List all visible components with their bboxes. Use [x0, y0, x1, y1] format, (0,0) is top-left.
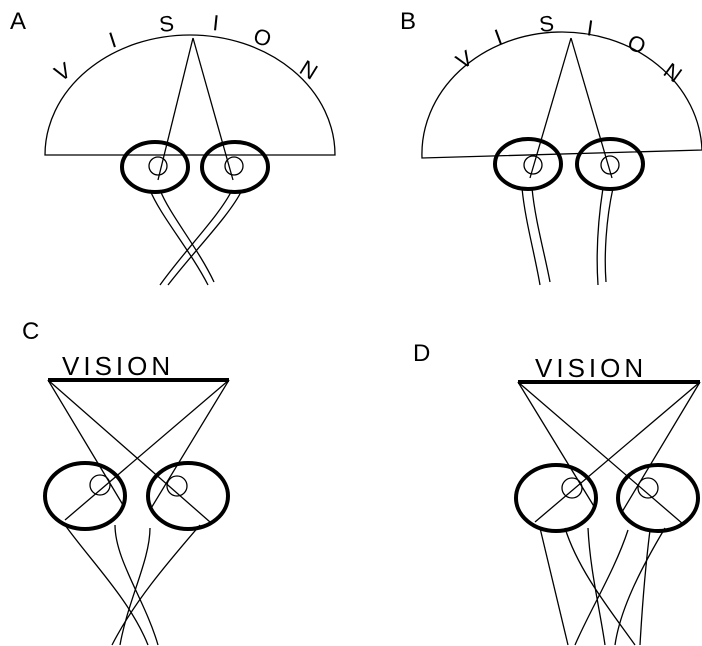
visual-field-arc — [45, 35, 335, 155]
right-optic-nerve — [112, 525, 200, 645]
left-eye — [495, 139, 561, 189]
right-optic-nerve — [597, 188, 603, 285]
panel-a-diagram — [45, 35, 335, 285]
right-eye — [202, 142, 268, 192]
left-eye — [516, 465, 596, 531]
arc-letter: O — [250, 23, 274, 52]
panel-c-diagram — [45, 380, 229, 645]
left-lens — [149, 157, 167, 175]
left-eye — [122, 142, 188, 192]
left-optic-nerve — [65, 525, 148, 645]
arc-letter: S — [538, 11, 555, 37]
vision-label: VISION — [62, 351, 174, 381]
arc-letter: I — [211, 10, 220, 36]
arc-letter: N — [659, 58, 687, 88]
arc-letter: S — [158, 11, 175, 37]
arc-letter: V — [50, 57, 75, 86]
arc-letter: I — [585, 15, 595, 41]
right-optic-nerve — [575, 530, 628, 645]
arc-letter: O — [624, 29, 649, 59]
right-eye — [577, 139, 643, 189]
panel-a-word: V I S I O N — [50, 10, 322, 86]
left-optic-nerve — [522, 188, 540, 285]
panel-b-word: V I S I O N — [451, 11, 686, 88]
left-optic-nerve — [540, 528, 568, 645]
panel-d-diagram — [516, 382, 700, 645]
right-eye — [148, 463, 228, 529]
left-eye — [45, 463, 125, 529]
left-lens — [524, 156, 542, 174]
vision-label: VISION — [535, 353, 647, 383]
arc-letter: I — [491, 24, 505, 50]
arc-letter: I — [106, 27, 120, 53]
right-optic-nerve — [160, 190, 232, 285]
arc-letter: N — [295, 55, 322, 85]
